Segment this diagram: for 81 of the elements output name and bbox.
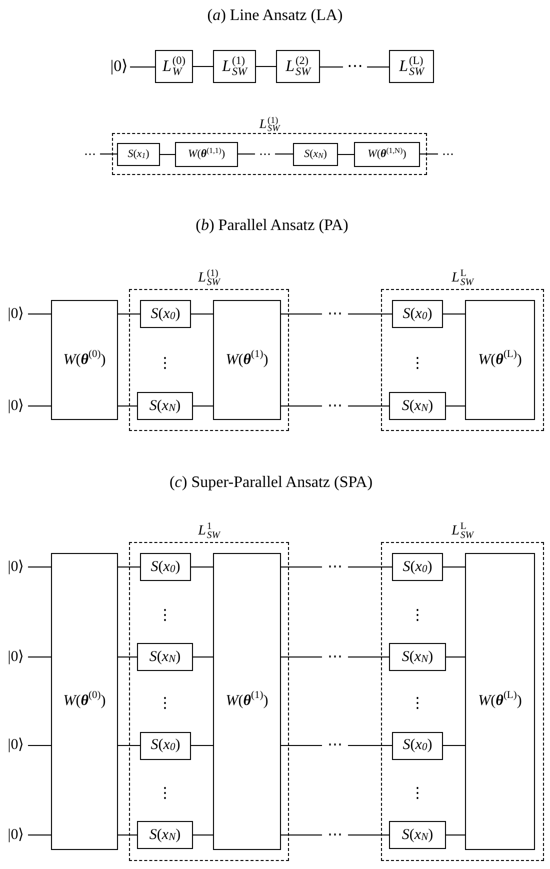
vertical-ellipsis: ⋮ <box>410 786 425 802</box>
panel-caption: (c) Super-Parallel Ansatz (SPA) <box>169 474 373 490</box>
ellipsis: ⋯ <box>322 558 348 576</box>
wire <box>192 834 214 836</box>
wire <box>348 745 392 746</box>
wire <box>192 656 214 658</box>
wire <box>348 834 390 836</box>
gate-box: S(x$_{0}$) <box>392 553 443 581</box>
vertical-ellipsis: ⋮ <box>158 786 172 802</box>
input-state-label: |0⟩ <box>4 736 28 754</box>
ellipsis: ⋯ <box>343 58 367 76</box>
vertical-ellipsis: ⋮ <box>158 696 172 712</box>
wire <box>256 66 276 67</box>
gate-box: S(x$_{0}$) <box>392 300 443 328</box>
gate-box: S(x$_{N}$) <box>137 392 193 420</box>
gate-box: S(x$_{1}$) <box>117 143 160 166</box>
gate-box: W(θ$^{(L)}$) <box>465 300 535 420</box>
gate-box: W(θ$^{(1)}$) <box>213 553 281 850</box>
wire <box>348 656 390 658</box>
input-state-label: |0⟩ <box>4 305 28 323</box>
wire <box>118 656 138 658</box>
input-state-label: |0⟩ <box>108 58 130 76</box>
gate-box: W(θ$^{(L)}$) <box>465 553 535 850</box>
gate-box: W(θ$^{(1,N)}$) <box>354 142 420 167</box>
wire <box>348 566 392 568</box>
wire <box>280 745 322 746</box>
input-state-label: |0⟩ <box>4 397 28 415</box>
gate-box: S(x$_{0}$) <box>140 553 191 581</box>
panel-caption: (b) Parallel Ansatz (PA) <box>196 218 348 234</box>
input-state-label: |0⟩ <box>4 648 28 666</box>
wire <box>190 745 214 746</box>
vertical-ellipsis: ⋮ <box>158 608 172 624</box>
gate-box: S(x$_{0}$) <box>140 300 191 328</box>
wire <box>280 656 322 658</box>
wire <box>280 566 322 568</box>
wire <box>130 66 156 68</box>
gate-box: S(x$_{N}$) <box>389 392 446 420</box>
gate-box: S(x$_{N}$) <box>389 643 446 671</box>
gate-box: S(x$_{N}$) <box>137 821 193 849</box>
wire <box>446 834 466 836</box>
wire <box>118 566 140 568</box>
gate-box: S(x$_{0}$) <box>140 732 191 760</box>
gate-box: S(x$_{0}$) <box>392 732 443 760</box>
gate-box: S(x$_{N}$) <box>293 143 338 166</box>
wire <box>366 66 390 68</box>
input-state-label: |0⟩ <box>4 558 28 576</box>
ellipsis: ⋯ <box>255 145 275 163</box>
wire <box>442 566 466 568</box>
wire <box>442 745 466 746</box>
ellipsis: ⋯ <box>322 305 348 323</box>
wire <box>192 66 214 67</box>
ellipsis: ⋯ <box>322 397 348 415</box>
wire <box>338 154 354 155</box>
gate-box: W(θ$^{(0)}$) <box>51 553 118 850</box>
ellipsis: ⋯ <box>80 145 100 163</box>
gate-box: W(θ$^{(0)}$) <box>51 300 118 420</box>
wire <box>118 834 138 836</box>
vertical-ellipsis: ⋮ <box>410 356 425 372</box>
vertical-ellipsis: ⋮ <box>410 696 425 712</box>
ellipsis: ⋯ <box>438 145 458 163</box>
wire <box>28 656 52 658</box>
wire <box>320 66 344 68</box>
gate-box: W(θ$^{(1)}$) <box>213 300 281 420</box>
gate-box: S(x$_{N}$) <box>389 821 446 849</box>
ellipsis: ⋯ <box>322 648 348 666</box>
panel-caption: (a) Line Ansatz (LA) <box>207 8 343 24</box>
wire <box>446 656 466 658</box>
wire <box>118 745 140 746</box>
wire <box>190 566 214 568</box>
wire <box>28 834 52 836</box>
wire <box>160 154 176 155</box>
vertical-ellipsis: ⋮ <box>410 608 425 624</box>
ellipsis: ⋯ <box>322 826 348 844</box>
wire <box>28 745 52 746</box>
input-state-label: |0⟩ <box>4 826 28 844</box>
wire <box>280 834 322 836</box>
ellipsis: ⋯ <box>322 736 348 754</box>
gate-box: W(θ$^{(1,1)}$) <box>175 142 238 167</box>
wire <box>28 566 52 568</box>
vertical-ellipsis: ⋮ <box>158 356 172 372</box>
gate-box: S(x$_{N}$) <box>137 643 193 671</box>
